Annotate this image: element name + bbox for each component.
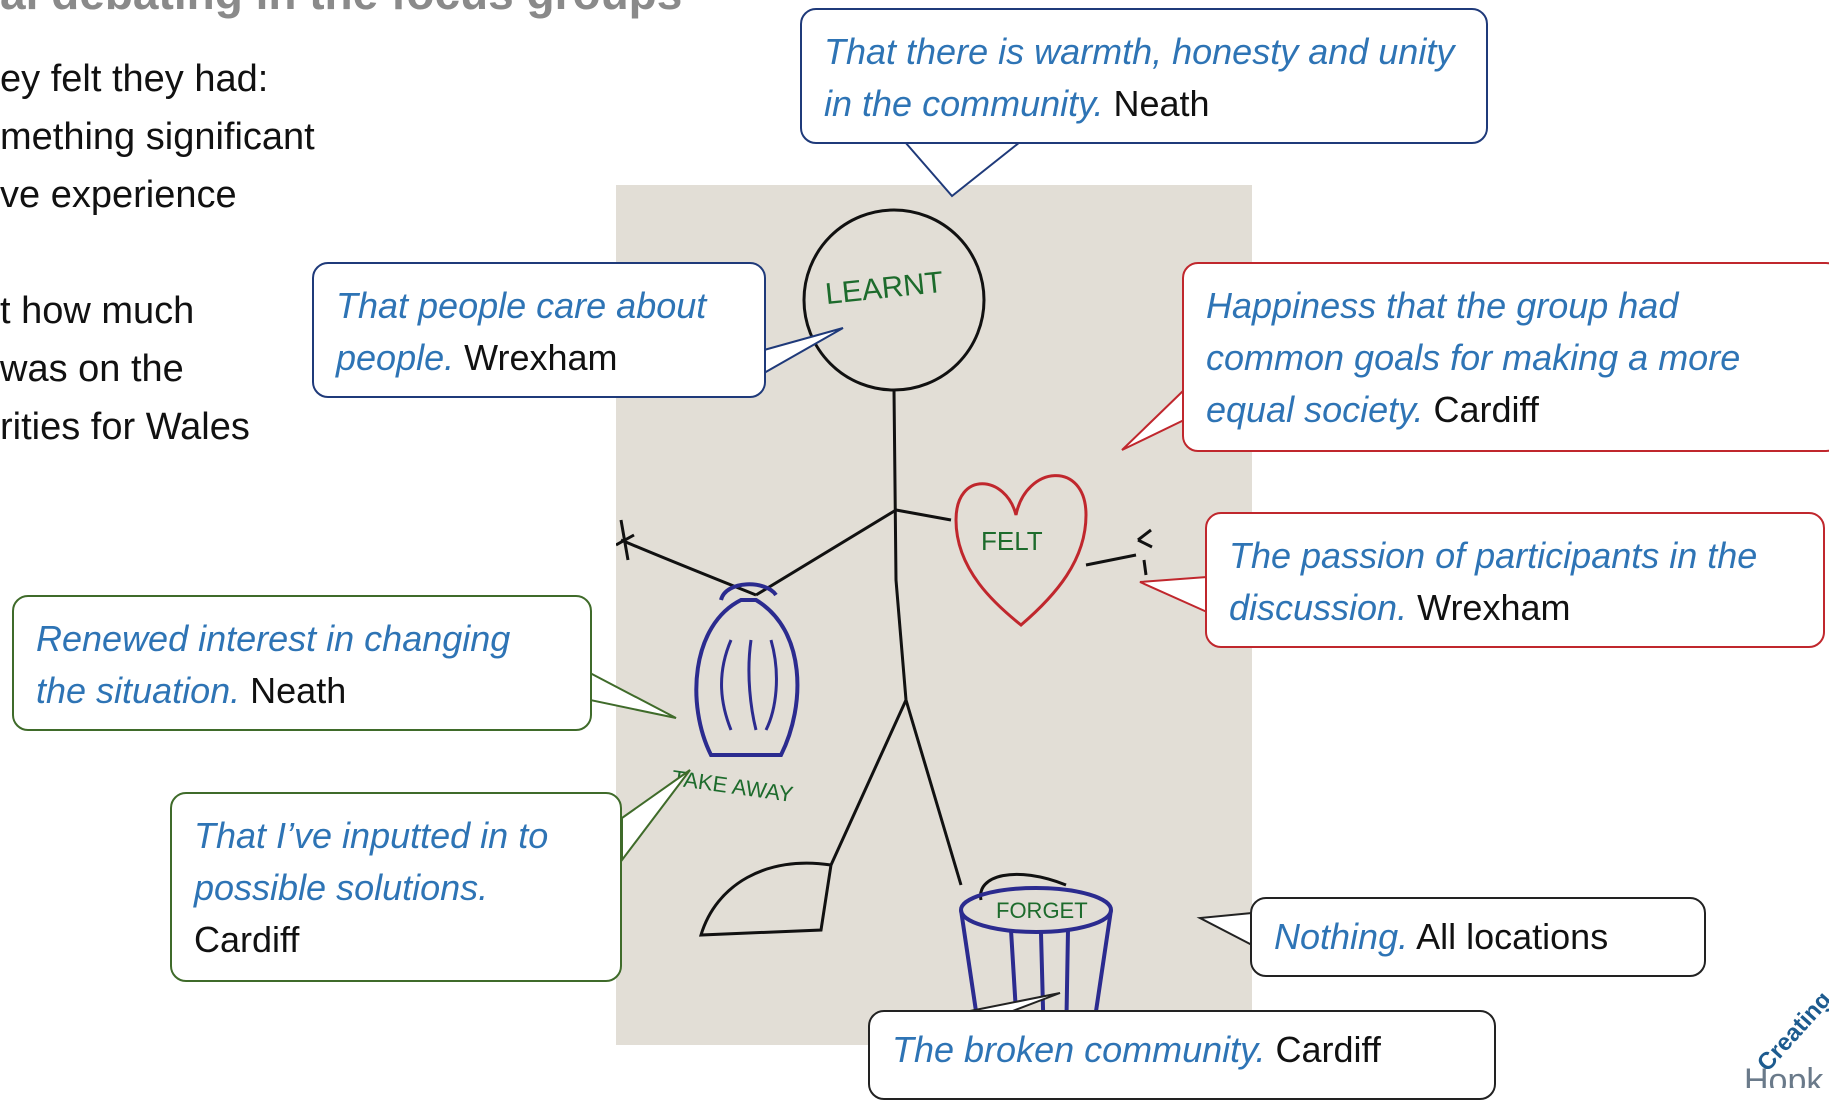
takeaway-bag-lines [720, 639, 778, 731]
bubble-quote: That people care about people. [336, 285, 707, 378]
bubble-care: That people care about people. Wrexham [312, 262, 766, 398]
right-arm [1085, 553, 1137, 567]
left-leg [829, 699, 908, 866]
felt-label: FELT [981, 526, 1043, 556]
tail-inputted [621, 769, 691, 863]
bubble-quote: That I’ve inputted in to possible soluti… [194, 815, 549, 908]
bubble-location: Neath [1113, 83, 1210, 124]
bullet-line: was on the [0, 348, 184, 390]
forget-label: FORGET [996, 898, 1088, 923]
bubble-nothing: Nothing. All locations [1250, 897, 1706, 977]
slide-title: al debating in the focus groups [0, 0, 682, 20]
tail-warmth [902, 141, 1023, 198]
bubble-location: Neath [250, 670, 347, 711]
bubble-location: Wrexham [1417, 587, 1571, 628]
bubble-warmth: That there is warmth, honesty and unity … [800, 8, 1488, 144]
bubble-location: Wrexham [464, 337, 618, 378]
bubble-quote: The broken community. [892, 1029, 1266, 1070]
right-arm-inner [895, 508, 952, 522]
bubble-quote: Happiness that the group had common goal… [1206, 285, 1741, 430]
forget-bin-body [959, 909, 1113, 1046]
bubble-quote: Nothing. [1274, 916, 1409, 957]
bullet-line: t how much [0, 290, 195, 332]
bubble-location: Cardiff [1433, 389, 1539, 430]
tail-happiness [1121, 387, 1185, 451]
bubble-location: All locations [1416, 916, 1609, 957]
bubble-location: Cardiff [1275, 1029, 1381, 1070]
bullet-line: rities for Wales [0, 406, 250, 448]
bubble-passion: The passion of participants in the discu… [1205, 512, 1825, 648]
bubble-quote: The passion of participants in the discu… [1229, 535, 1758, 628]
bullet-line: ve experience [0, 174, 237, 216]
tail-nothing [1196, 911, 1253, 947]
heart-shape [954, 474, 1088, 627]
bubble-renewed: Renewed interest in changing the situati… [12, 595, 592, 731]
right-leg [904, 699, 963, 886]
tail-renewed [589, 671, 677, 719]
bubble-quote: That there is warmth, honesty and unity … [824, 31, 1455, 124]
left-arm-outer [620, 538, 757, 597]
bullet-line: mething significant [0, 116, 315, 158]
organisation-logo: Creating Hopk [1740, 950, 1829, 1088]
takeaway-bag-top [719, 582, 778, 601]
bubble-happiness: Happiness that the group had common goal… [1182, 262, 1829, 452]
bullet-line: ey felt they had: [0, 58, 269, 100]
bubble-location: Cardiff [194, 919, 300, 960]
left-arm [755, 508, 897, 597]
right-hand [1137, 528, 1153, 576]
logo-graphic: Creating Hopk [1744, 986, 1829, 1088]
stick-figure-drawing: LEARNT FELT TAKE AWAY FORGET [615, 208, 1153, 1046]
left-hand [615, 519, 635, 561]
tail-care [763, 327, 844, 375]
tail-passion [1139, 575, 1208, 614]
right-foot [979, 872, 1067, 901]
bullet-list: ey felt they had: mething significant ve… [0, 50, 390, 456]
bubble-quote: Renewed interest in changing the situati… [36, 618, 511, 711]
bubble-inputted: That I’ve inputted in to possible soluti… [170, 792, 622, 982]
body-line [892, 389, 908, 701]
bubble-broken: The broken community. Cardiff [868, 1010, 1496, 1100]
left-foot [698, 861, 833, 937]
takeaway-bag [694, 598, 800, 757]
logo-subtext: Hopk [1744, 1062, 1824, 1088]
